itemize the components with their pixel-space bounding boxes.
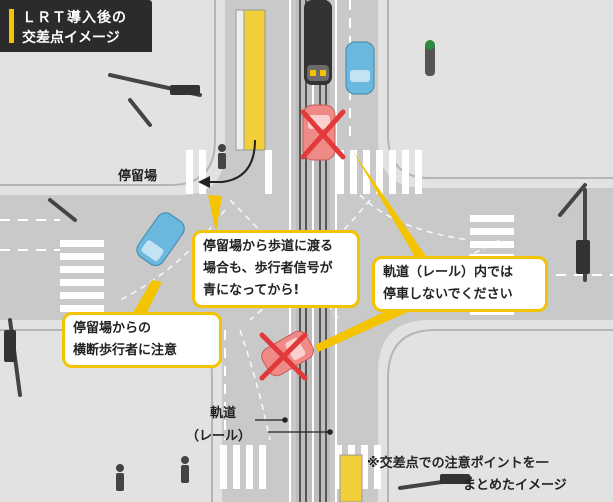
no-stop-x-mark-middle — [259, 332, 308, 381]
title-line-2: 交差点イメージ — [22, 30, 120, 46]
lrt-stop-platform-south — [339, 454, 363, 502]
title-card: ＬＲＴ導入後の 交差点イメージ — [0, 0, 152, 52]
stop-label: 停留場 — [118, 169, 158, 184]
title-accent-bar — [9, 9, 14, 43]
pedestrian-icon — [116, 144, 226, 491]
block-bottom-right — [378, 320, 613, 502]
blue-car-top — [345, 41, 375, 95]
block-top-right — [378, 0, 613, 188]
callout-stop-crossing: 停留場から歩道に渡る 場合も、歩行者信号が 青になってから! — [192, 230, 360, 308]
callout-stop-crossing-line-3: 青になってから! — [203, 283, 300, 298]
track-label-line-2: （レール） — [186, 429, 252, 444]
footnote-line-2: まとめたイメージ — [463, 478, 567, 493]
lrt-tram — [304, 0, 332, 85]
cyclist-icon — [425, 40, 435, 76]
callout-watch-pedestrians-line-1: 停留場からの — [73, 321, 152, 336]
crosswalk-west — [60, 240, 104, 312]
callout-stop-crossing-line-2: 場合も、歩行者信号が — [203, 261, 333, 276]
blue-car-left — [136, 212, 185, 267]
title-line-1: ＬＲＴ導入後の — [22, 10, 127, 26]
no-stop-x-mark-top — [300, 109, 346, 160]
callout-stop-crossing-line-1: 停留場から歩道に渡る — [203, 239, 334, 254]
callout-watch-pedestrians: 停留場からの 横断歩行者に注意 — [62, 312, 222, 368]
callout-no-stopping: 軌道（レール）内では 停車しないでください — [372, 256, 548, 312]
callout-watch-pedestrians-line-2: 横断歩行者に注意 — [73, 343, 178, 358]
callout-no-stopping-line-1: 軌道（レール）内では — [383, 265, 514, 280]
lrt-stop-platform — [242, 9, 266, 151]
footnote-line-1: ※交差点での注意ポイントを一 — [367, 456, 549, 471]
track-label-line-1: 軌道 — [210, 406, 237, 421]
callout-no-stopping-line-2: 停車しないでください — [383, 287, 513, 302]
